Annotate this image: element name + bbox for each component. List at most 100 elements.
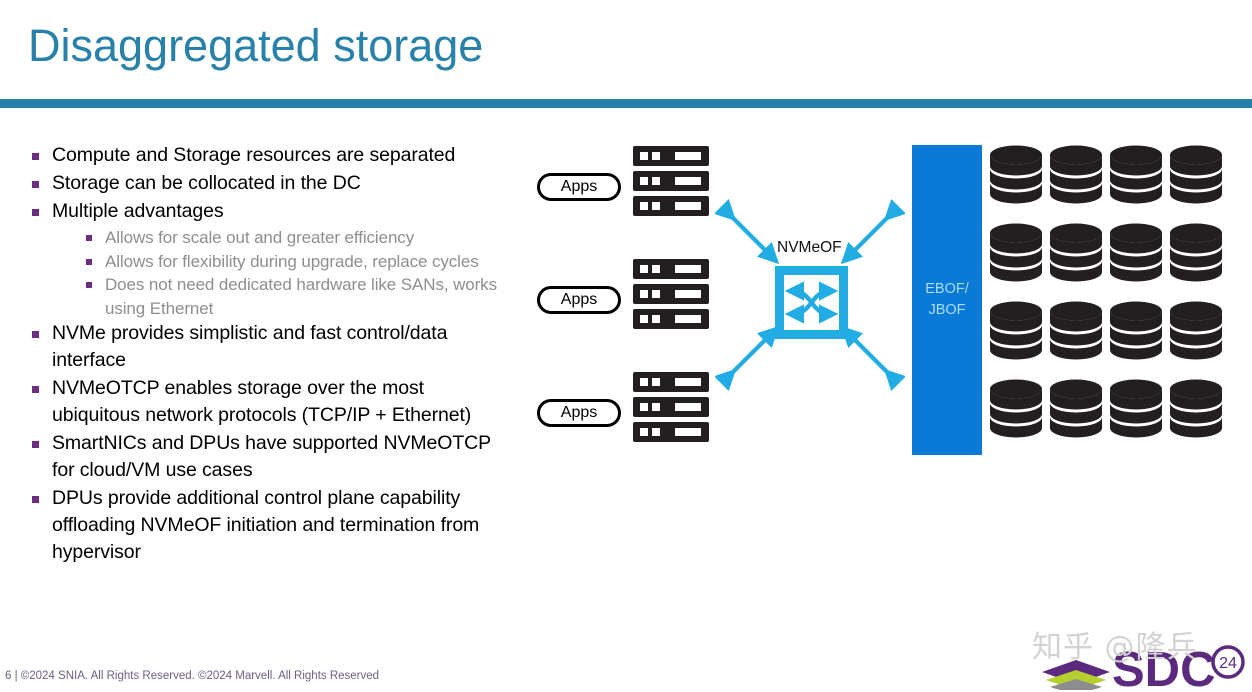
fabric-switch bbox=[775, 266, 848, 339]
server-led-icon bbox=[640, 152, 648, 160]
sub-bullet-text: Allows for scale out and greater efficie… bbox=[105, 228, 415, 247]
bullet-text: SmartNICs and DPUs have supported NVMeOT… bbox=[52, 432, 491, 481]
disk-array-svg bbox=[990, 145, 1222, 438]
server-unit bbox=[633, 171, 709, 191]
server-bay-icon bbox=[675, 290, 701, 298]
bullet-text: DPUs provide additional control plane ca… bbox=[52, 487, 480, 563]
sub-bullet-item: Does not need dedicated hardware like SA… bbox=[27, 273, 517, 320]
bullet-item: NVMeOTCP enables storage over the most u… bbox=[27, 375, 517, 429]
year-badge-circle bbox=[1211, 645, 1245, 679]
apps-pill: Apps bbox=[537, 286, 621, 314]
server-bay-icon bbox=[675, 378, 701, 386]
bullet-text: Compute and Storage resources are separa… bbox=[52, 144, 456, 166]
disk-row bbox=[990, 223, 1222, 282]
bullet-marker-icon bbox=[32, 181, 39, 188]
bullet-marker-icon bbox=[86, 235, 92, 241]
bullet-marker-icon bbox=[32, 331, 39, 338]
disk-array bbox=[990, 145, 1222, 457]
server-led-icon bbox=[640, 315, 648, 323]
bullet-text: Multiple advantages bbox=[52, 200, 224, 222]
arrow-bottom-left bbox=[715, 325, 780, 392]
server-bay-icon bbox=[675, 265, 701, 273]
bullet-marker-icon bbox=[32, 209, 39, 216]
bullet-marker-icon bbox=[32, 496, 39, 503]
server-unit bbox=[633, 259, 709, 279]
server-led-icon bbox=[640, 428, 648, 436]
apps-pill: Apps bbox=[537, 173, 621, 201]
ebof-label-line1: EBOF/ bbox=[925, 281, 969, 297]
bullet-item: SmartNICs and DPUs have supported NVMeOT… bbox=[27, 430, 517, 484]
server-led-icon bbox=[652, 378, 660, 386]
sub-bullet-text: Does not need dedicated hardware like SA… bbox=[105, 275, 497, 318]
server-led-icon bbox=[652, 177, 660, 185]
server-unit bbox=[633, 309, 709, 329]
sdc-logo: SDC 24 bbox=[1042, 643, 1245, 690]
server-bay-icon bbox=[675, 177, 701, 185]
bullet-marker-icon bbox=[86, 282, 92, 288]
bullet-item: Storage can be collocated in the DC bbox=[27, 170, 517, 197]
bullet-marker-icon bbox=[32, 386, 39, 393]
zhihu-watermark: 知乎 @隆兵 bbox=[1032, 630, 1198, 665]
server-led-icon bbox=[640, 378, 648, 386]
sub-bullet-text: Allows for flexibility during upgrade, r… bbox=[105, 251, 479, 271]
sdc-layers-icon bbox=[1042, 660, 1110, 690]
sub-bullet-item: Allows for flexibility during upgrade, r… bbox=[27, 250, 517, 274]
server-stack bbox=[633, 259, 709, 334]
fabric-arrows bbox=[715, 198, 905, 392]
bullet-marker-icon bbox=[32, 153, 39, 160]
server-bay-icon bbox=[675, 403, 701, 411]
year-badge-label: 24 bbox=[1219, 655, 1237, 672]
page-title: Disaggregated storage bbox=[28, 20, 484, 71]
bullet-item: Compute and Storage resources are separa… bbox=[27, 142, 517, 169]
server-unit bbox=[633, 196, 709, 216]
ebof-jbof-label: EBOF/ JBOF bbox=[925, 279, 969, 321]
disk-row bbox=[990, 301, 1222, 360]
apps-pill: Apps bbox=[537, 399, 621, 427]
bullet-list: Compute and Storage resources are separa… bbox=[27, 142, 517, 567]
bullet-item: NVMe provides simplistic and fast contro… bbox=[27, 320, 517, 374]
server-led-icon bbox=[640, 177, 648, 185]
sdc-wordmark: SDC bbox=[1112, 643, 1215, 690]
server-led-icon bbox=[640, 290, 648, 298]
footer-copyright: 6 | ©2024 SNIA. All Rights Reserved. ©20… bbox=[5, 670, 380, 682]
bullet-marker-icon bbox=[86, 258, 92, 265]
server-bay-icon bbox=[675, 202, 701, 210]
server-led-icon bbox=[640, 403, 648, 411]
bullet-text: Storage can be collocated in the DC bbox=[52, 172, 361, 194]
server-bay-icon bbox=[675, 428, 701, 436]
arrow-bottom-right bbox=[840, 325, 905, 392]
bullet-text: NVMeOTCP enables storage over the most u… bbox=[52, 377, 472, 426]
server-unit bbox=[633, 284, 709, 304]
server-led-icon bbox=[652, 315, 660, 323]
bullet-item: Multiple advantages bbox=[27, 198, 517, 225]
crossing-arrows-switch-icon bbox=[784, 281, 839, 324]
server-unit bbox=[633, 372, 709, 392]
server-led-icon bbox=[652, 265, 660, 273]
server-stack bbox=[633, 146, 709, 221]
server-bay-icon bbox=[675, 315, 701, 323]
server-led-icon bbox=[652, 202, 660, 210]
arrow-top-right bbox=[840, 198, 905, 265]
apps-label: Apps bbox=[560, 178, 598, 195]
sub-bullet-item: Allows for scale out and greater efficie… bbox=[27, 226, 517, 250]
jbof-label-line2: JBOF bbox=[928, 302, 966, 318]
server-bay-icon bbox=[675, 152, 701, 160]
disk-row bbox=[990, 379, 1222, 438]
title-divider bbox=[0, 99, 1252, 108]
server-led-icon bbox=[652, 403, 660, 411]
apps-label: Apps bbox=[560, 291, 598, 308]
ebof-jbof-bar: EBOF/ JBOF bbox=[912, 145, 982, 455]
bullet-marker-icon bbox=[32, 441, 39, 448]
server-unit bbox=[633, 146, 709, 166]
fabric-label: NVMeOF bbox=[777, 239, 842, 256]
server-unit bbox=[633, 397, 709, 417]
server-unit bbox=[633, 422, 709, 442]
apps-label: Apps bbox=[560, 404, 598, 421]
server-led-icon bbox=[652, 290, 660, 298]
bullet-item: DPUs provide additional control plane ca… bbox=[27, 485, 517, 566]
server-led-icon bbox=[652, 428, 660, 436]
server-led-icon bbox=[640, 202, 648, 210]
server-led-icon bbox=[640, 265, 648, 273]
disk-row bbox=[990, 145, 1222, 204]
